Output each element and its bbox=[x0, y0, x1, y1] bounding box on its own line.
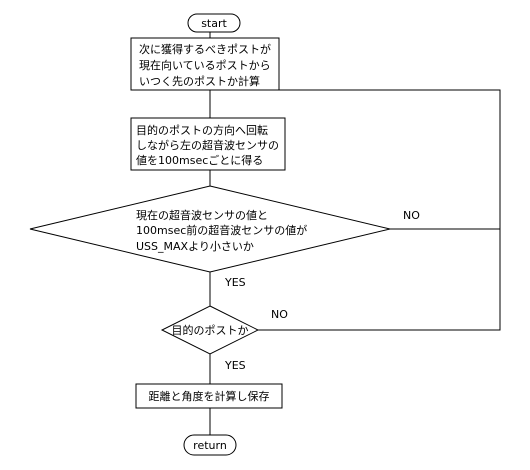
step1-line-3: いつく先のポストか計算 bbox=[139, 74, 260, 88]
decision1-yes-label: YES bbox=[224, 276, 246, 289]
decision2-label: 目的のポストか bbox=[172, 323, 249, 337]
loop-no-decision1 bbox=[210, 89, 501, 230]
decision-diamond-sensor-compare bbox=[29, 185, 391, 273]
process-box-rotate-and-read-sensor bbox=[130, 117, 286, 171]
decision2-no-label: NO bbox=[271, 308, 288, 321]
decision1-line-1: 現在の超音波センサの値と bbox=[136, 208, 268, 222]
step2-line-2: しながら左の超音波センサの bbox=[136, 138, 279, 152]
step1-line-1: 次に獲得するべきポストが bbox=[139, 42, 271, 56]
step3-label: 距離と角度を計算し保存 bbox=[149, 389, 270, 403]
return-label: return bbox=[193, 439, 227, 452]
decision1-no-label: NO bbox=[403, 209, 420, 222]
decision-diamond-target-post bbox=[160, 305, 260, 355]
start-label: start bbox=[201, 17, 227, 30]
loop-no-decision2 bbox=[258, 229, 501, 331]
step2-line-3: 値を100msecごとに得る bbox=[136, 153, 263, 167]
process-box-compute-next-post bbox=[130, 37, 280, 91]
decision1-line-3: USS_MAXより小さいか bbox=[136, 240, 254, 253]
return-terminal bbox=[183, 434, 237, 456]
step2-line-1: 目的のポストの方向へ回転 bbox=[136, 123, 268, 137]
decision1-line-2: 100msec前の超音波センサの値が bbox=[136, 223, 307, 237]
process-box-save-distance-angle bbox=[135, 383, 283, 409]
decision2-yes-label: YES bbox=[224, 359, 246, 372]
start-terminal bbox=[187, 13, 241, 33]
step1-line-2: 現在向いているポストから bbox=[139, 58, 271, 72]
